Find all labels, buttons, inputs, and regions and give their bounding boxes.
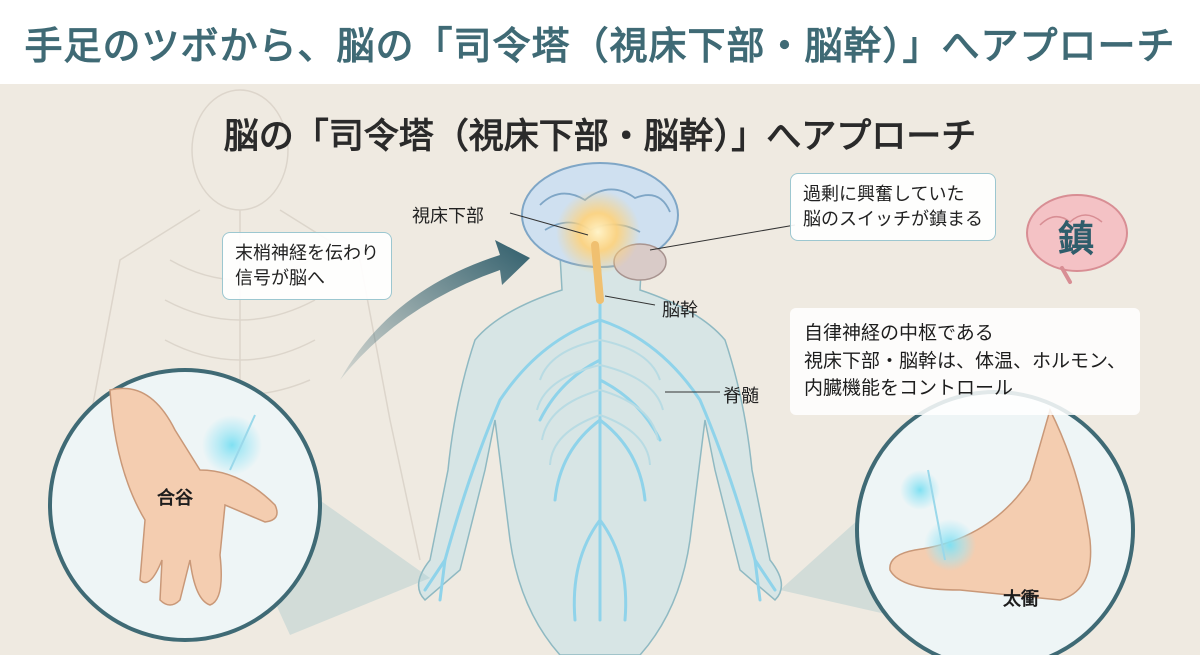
- info-line2: 視床下部・脳幹は、体温、ホルモン、: [804, 349, 1126, 372]
- page-title: 手足のツボから、脳の「司令塔（視床下部・脳幹）」へアプローチ: [24, 23, 1176, 68]
- hand-point-label: 合谷: [157, 488, 193, 509]
- callout-switch: 過剰に興奮していた 脳のスイッチが鎮まる: [790, 173, 996, 242]
- callout-signal-line2: 信号が脳へ: [235, 268, 325, 290]
- title-banner: 手足のツボから、脳の「司令塔（視床下部・脳幹）」へアプローチ: [0, 0, 1200, 84]
- ribcage: [536, 339, 664, 466]
- info-line1: 自律神経の中枢である: [804, 322, 994, 344]
- hypothalamus-label: 視床下部: [412, 206, 484, 227]
- calm-brain-icon: [1026, 194, 1128, 284]
- signal-arrow: [340, 240, 530, 380]
- hand-zoom: [48, 368, 430, 642]
- callout-signal: 末梢神経を伝わり 信号が脳へ: [222, 232, 392, 301]
- calm-glyph: 鎮: [1058, 219, 1095, 260]
- spinal-cord-label: 脊髄: [723, 386, 759, 407]
- diagram-subtitle: 脳の「司令塔（視床下部・脳幹）」へアプローチ: [223, 117, 977, 157]
- leader-lines: [509, 212, 796, 393]
- callout-switch-line2: 脳のスイッチが鎮まる: [803, 209, 983, 231]
- callout-switch-line1: 過剰に興奮していた: [803, 184, 965, 205]
- brain: [521, 162, 679, 304]
- info-box: 自律神経の中枢である 視床下部・脳幹は、体温、ホルモン、 内臓機能をコントロール: [790, 308, 1140, 415]
- brainstem-label: 脳幹: [662, 300, 698, 321]
- callout-signal-line1: 末梢神経を伝わり: [235, 243, 379, 264]
- info-line3: 内臓機能をコントロール: [804, 377, 1014, 400]
- foot-zoom: [780, 390, 1135, 655]
- foot-point-label: 太衝: [1003, 589, 1039, 610]
